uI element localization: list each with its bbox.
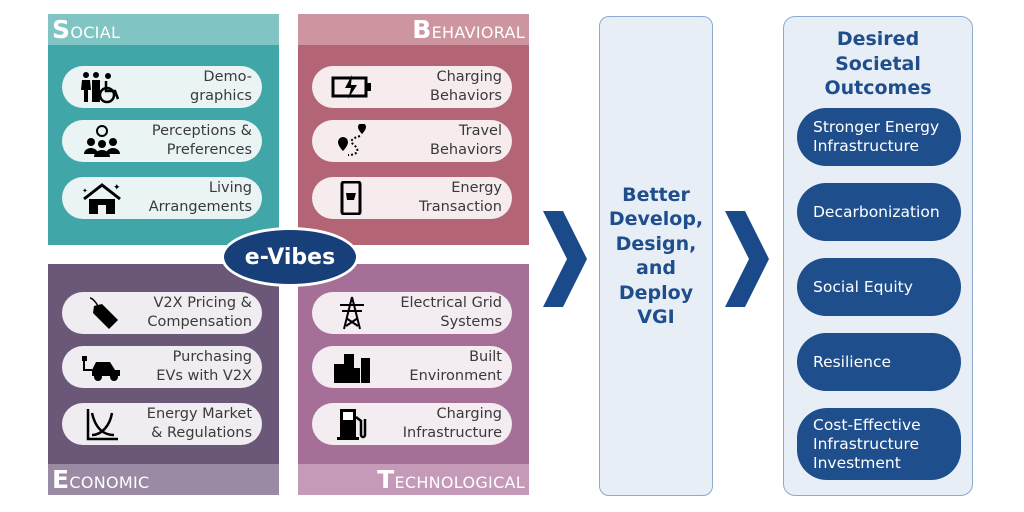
header-rest: echnological bbox=[394, 473, 525, 492]
fuel-pump-icon bbox=[337, 409, 367, 440]
vgi-label: Better Develop, Design, and Deploy VGI bbox=[608, 183, 704, 329]
outcome-resilience: Resilience bbox=[797, 333, 961, 391]
e-vibes-badge: e-Vibes bbox=[221, 227, 359, 287]
e-vibes-label: e-Vibes bbox=[244, 244, 336, 270]
economic-quadrant: Economic V2X Pricing & Compensation Purc… bbox=[48, 264, 279, 495]
social-header: Social bbox=[48, 14, 279, 45]
header-rest: ehavioral bbox=[431, 23, 525, 42]
item-charging-behaviors: Charging Behaviors bbox=[312, 66, 512, 108]
power-tower-icon bbox=[340, 296, 364, 330]
item-label: Energy Transaction bbox=[419, 180, 502, 215]
item-label: Charging Behaviors bbox=[430, 69, 502, 104]
price-tag-icon bbox=[89, 297, 118, 329]
lightbulb-group-icon bbox=[84, 125, 120, 157]
outcome-stronger-energy-infrastructure: Stronger Energy Infrastructure bbox=[797, 108, 961, 166]
item-label: Purchasing EVs with V2X bbox=[156, 349, 252, 384]
economic-header: Economic bbox=[48, 464, 279, 495]
route-icon bbox=[338, 124, 366, 156]
outcome-cost-effective-investment: Cost-Effective Infrastructure Investment bbox=[797, 408, 961, 480]
item-purchasing-evs: Purchasing EVs with V2X bbox=[62, 346, 262, 388]
item-electrical-grid: Electrical Grid Systems bbox=[312, 292, 512, 334]
item-label: Built Environment bbox=[409, 349, 502, 384]
svg-text:✦: ✦ bbox=[113, 183, 121, 193]
behavioral-quadrant: Behavioral Charging Behaviors Travel Beh… bbox=[298, 14, 529, 245]
item-label: Travel Behaviors bbox=[430, 123, 502, 158]
item-living-arrangements: ✦✦ Living Arrangements bbox=[62, 177, 262, 219]
outcomes-box: Desired Societal Outcomes Stronger Energ… bbox=[783, 16, 973, 496]
buildings-icon bbox=[334, 354, 370, 383]
header-initial: E bbox=[52, 465, 70, 494]
item-label: Demo- graphics bbox=[189, 69, 252, 104]
social-quadrant: Social Demo- graphics Perceptions & Pref… bbox=[48, 14, 279, 245]
vgi-box: Better Develop, Design, and Deploy VGI bbox=[599, 16, 713, 496]
header-initial: B bbox=[412, 15, 432, 44]
item-label: V2X Pricing & Compensation bbox=[147, 295, 252, 330]
svg-text:✦: ✦ bbox=[82, 187, 88, 195]
house-icon: ✦✦ bbox=[82, 183, 121, 214]
outcome-social-equity: Social Equity bbox=[797, 258, 961, 316]
outcome-decarbonization: Decarbonization bbox=[797, 183, 961, 241]
phone-cart-icon bbox=[340, 181, 362, 215]
item-label: Energy Market & Regulations bbox=[146, 406, 252, 441]
supply-demand-chart-icon bbox=[86, 409, 118, 441]
item-v2x-pricing: V2X Pricing & Compensation bbox=[62, 292, 262, 334]
item-built-environment: Built Environment bbox=[312, 346, 512, 388]
header-rest: conomic bbox=[69, 473, 150, 492]
item-perceptions: Perceptions & Preferences bbox=[62, 120, 262, 162]
item-label: Electrical Grid Systems bbox=[400, 295, 502, 330]
header-initial: S bbox=[52, 15, 71, 44]
header-rest: ocial bbox=[70, 23, 121, 42]
item-label: Charging Infrastructure bbox=[402, 406, 502, 441]
header-initial: T bbox=[377, 465, 395, 494]
item-travel-behaviors: Travel Behaviors bbox=[312, 120, 512, 162]
outcomes-title: Desired Societal Outcomes bbox=[824, 28, 932, 99]
item-label: Perceptions & Preferences bbox=[151, 123, 252, 158]
item-energy-market: Energy Market & Regulations bbox=[62, 403, 262, 445]
technological-header: Technological bbox=[298, 464, 529, 495]
item-demographics: Demo- graphics bbox=[62, 66, 262, 108]
battery-charging-icon bbox=[331, 75, 371, 99]
people-icon bbox=[81, 72, 120, 104]
chevron-right-icon bbox=[725, 211, 769, 307]
item-energy-transaction: Energy Transaction bbox=[312, 177, 512, 219]
behavioral-header: Behavioral bbox=[298, 14, 529, 45]
technological-quadrant: Technological Electrical Grid Systems Bu… bbox=[298, 264, 529, 495]
chevron-right-icon bbox=[543, 211, 587, 307]
item-charging-infrastructure: Charging Infrastructure bbox=[312, 403, 512, 445]
ev-car-icon bbox=[82, 356, 120, 381]
item-label: Living Arrangements bbox=[148, 180, 252, 215]
